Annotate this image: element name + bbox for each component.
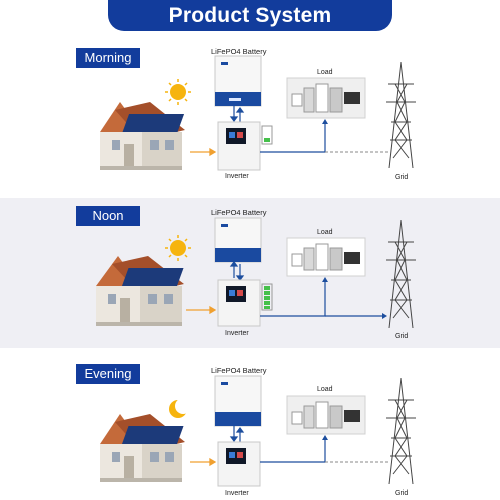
scene-label-morning: Morning xyxy=(76,48,140,68)
evening-panel: Evening LiFePO4 Battery Load Inverter Gr… xyxy=(0,356,500,500)
evening-diagram xyxy=(100,375,416,487)
inverter-unit xyxy=(217,279,261,327)
grid-label: Grid xyxy=(395,490,409,497)
grid-label: Grid xyxy=(395,174,409,181)
house-icon xyxy=(96,256,184,326)
battery-label: LiFePO4 Battery xyxy=(211,208,267,217)
scene-label-noon: Noon xyxy=(76,206,140,226)
load-label: Load xyxy=(317,386,333,393)
sun-icon xyxy=(165,235,191,261)
inverter-unit xyxy=(217,121,261,171)
morning-diagram xyxy=(100,55,416,171)
battery-label: LiFePO4 Battery xyxy=(211,366,267,375)
scene-label-evening: Evening xyxy=(76,364,140,384)
morning-panel: Morning LiFePO4 Battery Load Inverter Gr… xyxy=(0,40,500,190)
battery-unit xyxy=(214,217,262,263)
inverter-label: Inverter xyxy=(225,330,249,337)
battery-unit xyxy=(214,55,262,107)
transmission-tower-icon xyxy=(386,61,416,169)
transmission-tower-icon xyxy=(386,377,416,485)
grid-label: Grid xyxy=(395,333,409,340)
noon-diagram xyxy=(96,217,416,329)
inverter-label: Inverter xyxy=(225,490,249,497)
transmission-tower-icon xyxy=(386,219,416,329)
page-title: Product System APPlication xyxy=(108,0,392,58)
load-appliances xyxy=(286,395,366,435)
inverter-label: Inverter xyxy=(225,173,249,180)
load-appliances xyxy=(286,237,366,277)
battery-label: LiFePO4 Battery xyxy=(211,47,267,56)
charge-indicator xyxy=(261,283,273,311)
sun-icon xyxy=(165,79,191,105)
load-label: Load xyxy=(317,69,333,76)
house-icon xyxy=(100,414,185,482)
house-icon xyxy=(100,102,185,170)
battery-unit xyxy=(214,375,262,427)
load-appliances xyxy=(286,77,366,119)
load-label: Load xyxy=(317,229,333,236)
noon-panel: Noon LiFePO4 Battery Load Inverter Grid xyxy=(0,198,500,348)
inverter-unit xyxy=(217,441,261,487)
charge-indicator xyxy=(261,125,273,145)
moon-icon xyxy=(169,398,191,418)
